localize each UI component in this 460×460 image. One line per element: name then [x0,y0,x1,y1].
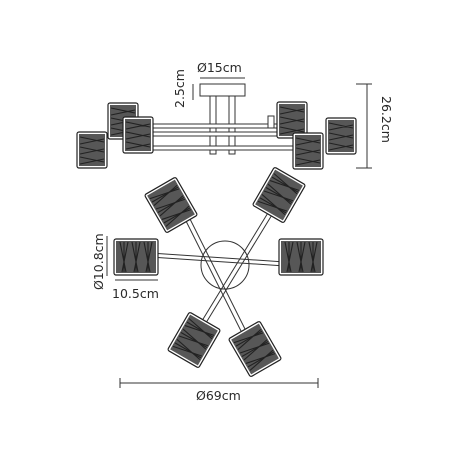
top-shade-lower-right [227,320,283,378]
top-shade-left [113,238,159,276]
side-shade-3 [325,117,357,155]
side-shade-6 [292,132,324,170]
top-arms [149,202,286,346]
canopy-height-label: 2.5cm [172,69,187,108]
canopy-diameter-label: Ø15cm [197,60,242,75]
top-shade-upper-right [251,166,307,224]
top-shade-lower-left [166,311,222,369]
top-view: Ø10.8cm 10.5cm Ø69cm [91,166,324,403]
overall-height-label: 26.2cm [379,96,394,143]
top-shade-upper-left [143,176,199,234]
side-shade-5 [76,131,108,169]
side-arm-3 [149,145,301,151]
top-shade-right [278,238,324,276]
overall-diameter-label: Ø69cm [196,388,241,403]
ceiling-canopy [199,83,246,97]
shade-width-label: 10.5cm [112,286,159,301]
side-socket-1 [267,115,275,129]
side-view: Ø15cm 2.5cm 26.2cm [76,60,394,170]
shade-height-label: Ø10.8cm [91,233,106,290]
side-shade-4 [122,116,154,154]
